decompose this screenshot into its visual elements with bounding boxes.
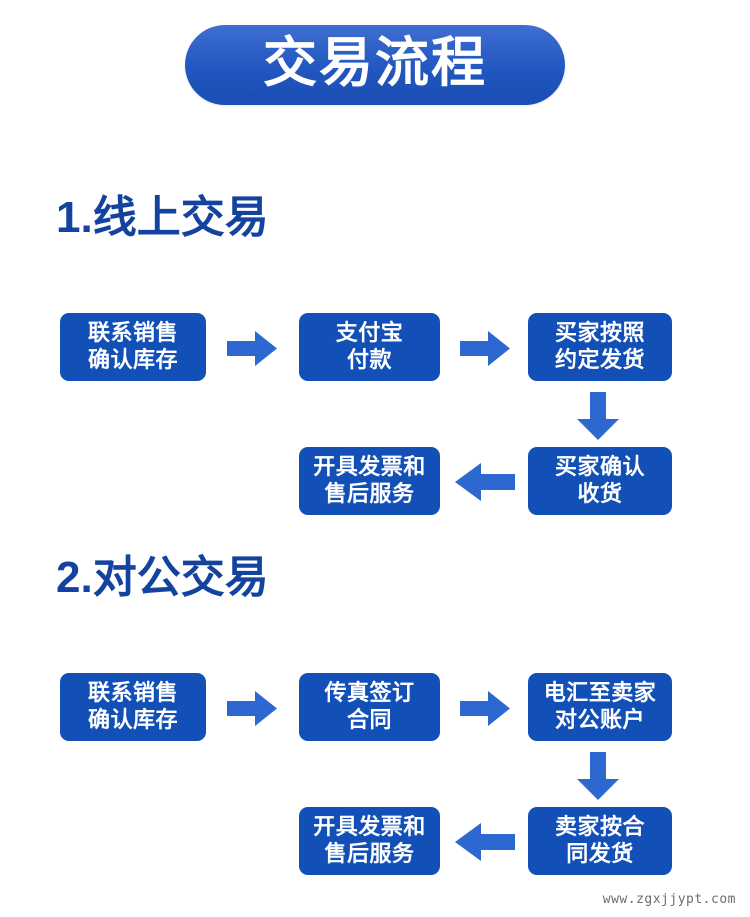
flow-box-line-2: 收货 <box>577 481 623 506</box>
flow-box-line-1: 支付宝 <box>335 320 404 346</box>
flow-box-line-2: 售后服务 <box>324 841 415 866</box>
flow-box-line-2: 付款 <box>346 347 392 372</box>
flow-box-wire-to-seller-account: 电汇至卖家 对公账户 <box>528 673 672 741</box>
page-title-banner: 交易流程 <box>185 25 565 105</box>
section-heading-online-transaction: 1.线上交易 <box>56 193 269 242</box>
flow-box-line-2: 合同 <box>346 707 392 732</box>
page-title: 交易流程 <box>263 33 487 93</box>
flow-box-line-2: 确认库存 <box>87 707 178 732</box>
arrow-left-icon <box>455 462 515 502</box>
flow-box-line-1: 电汇至卖家 <box>543 680 657 706</box>
flow-box-line-2: 约定发货 <box>554 347 645 372</box>
flow-box-line-2: 售后服务 <box>324 481 415 506</box>
arrow-left-icon <box>455 822 515 862</box>
flow-box-line-2: 同发货 <box>566 841 634 866</box>
arrow-right-icon <box>227 690 277 727</box>
flow-box-line-1: 联系销售 <box>87 680 178 706</box>
flow-box-contact-sales-corporate: 联系销售 确认库存 <box>60 673 206 741</box>
flow-box-line-2: 对公账户 <box>554 707 645 732</box>
flow-box-alipay-payment: 支付宝 付款 <box>299 313 440 381</box>
flow-box-fax-sign-contract: 传真签订 合同 <box>299 673 440 741</box>
arrow-right-icon <box>227 330 277 367</box>
flow-box-line-2: 确认库存 <box>87 347 178 372</box>
flow-box-line-1: 卖家按合 <box>554 814 645 840</box>
flow-box-invoice-and-aftersales-online: 开具发票和 售后服务 <box>299 447 440 515</box>
flow-box-line-1: 传真签订 <box>324 680 415 706</box>
arrow-down-icon <box>576 752 620 801</box>
arrow-down-icon <box>576 392 620 441</box>
flow-box-line-1: 买家确认 <box>554 454 645 480</box>
flow-box-invoice-and-aftersales-corporate: 开具发票和 售后服务 <box>299 807 440 875</box>
flow-box-line-1: 买家按照 <box>554 320 645 346</box>
flow-box-seller-ships-per-contract: 卖家按合 同发货 <box>528 807 672 875</box>
arrow-right-icon <box>460 330 510 367</box>
flow-box-line-1: 联系销售 <box>87 320 178 346</box>
site-watermark: www.zgxjjypt.com <box>602 892 736 907</box>
flow-box-buyer-confirms-receipt: 买家确认 收货 <box>528 447 672 515</box>
section-heading-corporate-transaction: 2.对公交易 <box>56 553 269 602</box>
flow-box-line-1: 开具发票和 <box>313 454 426 480</box>
flow-box-contact-sales-online: 联系销售 确认库存 <box>60 313 206 381</box>
flow-box-buyer-ships-as-agreed: 买家按照 约定发货 <box>528 313 672 381</box>
flow-box-line-1: 开具发票和 <box>313 814 426 840</box>
arrow-right-icon <box>460 690 510 727</box>
